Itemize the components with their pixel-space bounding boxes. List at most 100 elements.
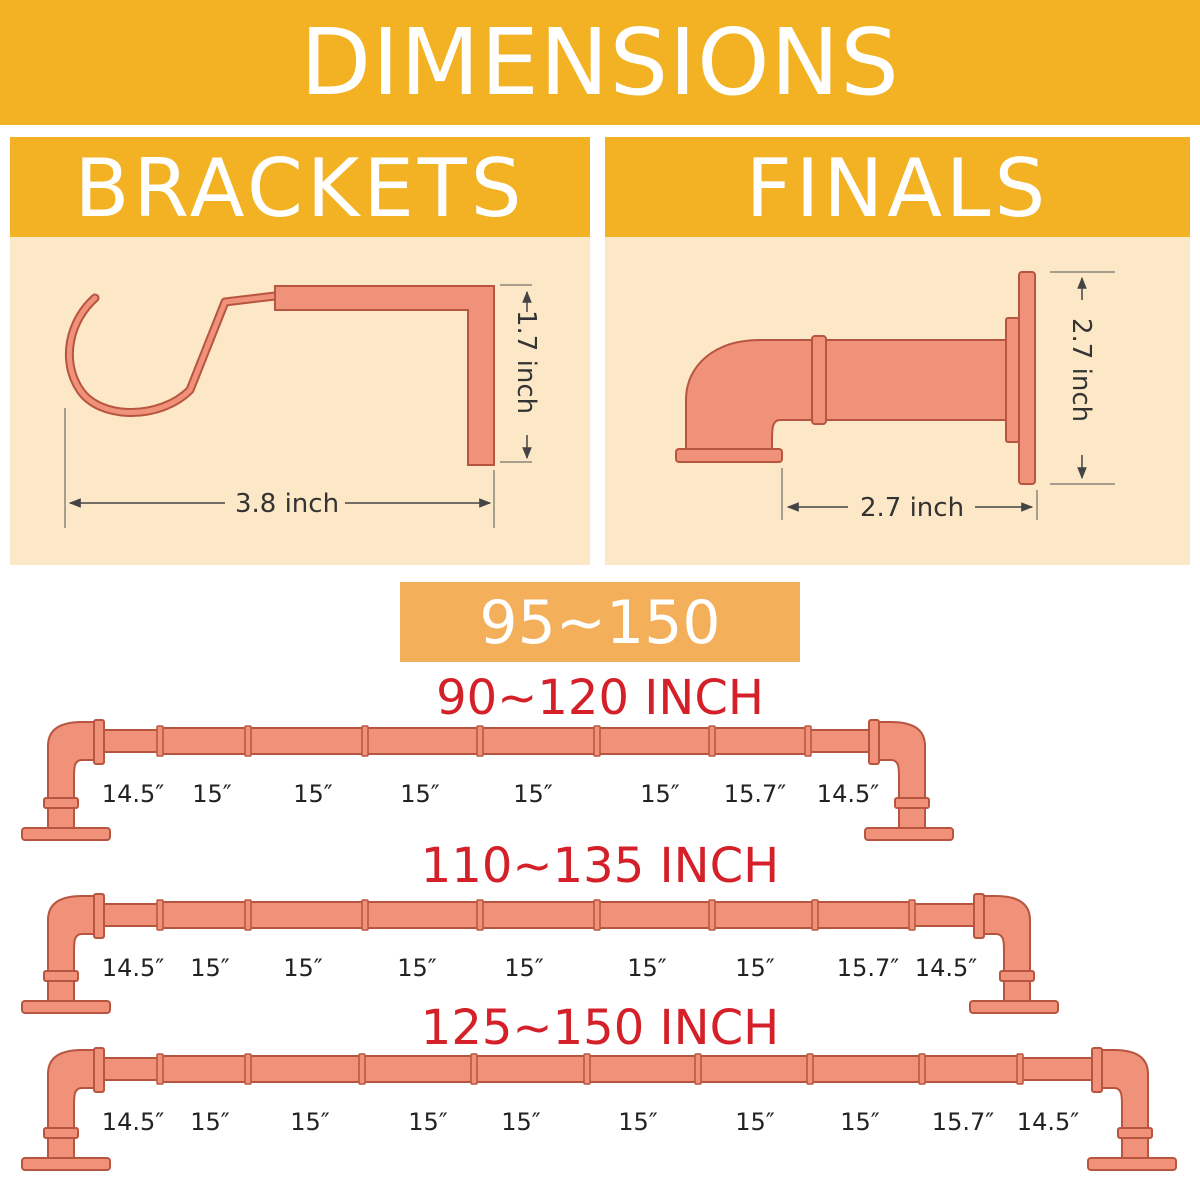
rod-1-segment-label: 15″ xyxy=(192,780,232,808)
rod-2-joint xyxy=(156,899,164,931)
rod-3-joint xyxy=(156,1053,164,1085)
rod-1-joint xyxy=(804,725,812,757)
bracket-height-label: 1.7 inch xyxy=(511,310,541,414)
rod-1-joint xyxy=(244,725,252,757)
rod-1-joint xyxy=(361,725,369,757)
rod-3-left-ring xyxy=(93,1047,105,1093)
bracket-height-dimension: 1.7 inch xyxy=(500,284,541,463)
rod-1-segment-label: 15″ xyxy=(513,780,553,808)
rod-2-segment xyxy=(814,901,913,929)
rod-2-left-ring xyxy=(93,893,105,939)
rod-1-segment-label: 15″ xyxy=(400,780,440,808)
rod-title-3: 125~150 INCH xyxy=(420,1000,780,1056)
rod-3-segment xyxy=(921,1055,1021,1083)
finial-height-dimension: 2.7 inch xyxy=(1050,271,1115,485)
bracket-illustration xyxy=(64,285,495,466)
rod-1-segment-label: 15″ xyxy=(293,780,333,808)
rod-3-joint xyxy=(1016,1053,1024,1085)
rod-1-segment xyxy=(479,727,598,755)
rod-1-segment-label: 14.5″ xyxy=(817,780,879,808)
rod-3-segment xyxy=(809,1055,923,1083)
rod-3-right-collar xyxy=(1117,1127,1153,1139)
rod-3-left-elbow xyxy=(47,1049,101,1159)
rod-2-segment xyxy=(364,901,481,929)
rod-3-right-tube xyxy=(1019,1057,1093,1081)
rod-3-segment-label: 15″ xyxy=(618,1108,658,1136)
rod-2-joint xyxy=(593,899,601,931)
rod-2-segment xyxy=(596,901,713,929)
rod-1-segment xyxy=(159,727,249,755)
rod-2-joint xyxy=(244,899,252,931)
rod-3-right-base xyxy=(1087,1157,1177,1171)
rod-3-segment-label: 14.5″ xyxy=(102,1108,164,1136)
rod-2-joint xyxy=(908,899,916,931)
rod-1-segment xyxy=(364,727,481,755)
rod-2-joint xyxy=(476,899,484,931)
rods-layer: 14.5″ 15″ 15″ 15″ 15″ 15″ 15.7″ 14.5″ 14.5″ 15″ 15… xyxy=(21,719,1177,1171)
rod-3-segment xyxy=(586,1055,699,1083)
rod-1-right-tube xyxy=(807,729,870,753)
rod-1-joint xyxy=(476,725,484,757)
bracket-width-label: 3.8 inch xyxy=(235,489,339,519)
rod-2-left-collar xyxy=(43,970,79,982)
rod-2-segment-label: 15″ xyxy=(283,954,323,982)
rod-3: 14.5″15″15″15″15″15″15″15″15.7″14.5″ xyxy=(21,1047,1177,1171)
rod-3-segment xyxy=(473,1055,588,1083)
rod-1-right-ring xyxy=(868,719,880,765)
rod-3-segment-label: 15.7″ xyxy=(932,1108,994,1136)
rod-1-joint xyxy=(156,725,164,757)
rod-2-segment-label: 15.7″ xyxy=(837,954,899,982)
rod-1-left-collar xyxy=(43,797,79,809)
rod-1-segment xyxy=(711,727,809,755)
rod-2-right-collar xyxy=(999,970,1035,982)
rod-3-segment xyxy=(361,1055,475,1083)
rod-1-segment-label: 14.5″ xyxy=(102,780,164,808)
rod-1-right-collar xyxy=(894,797,930,809)
rod-3-joint xyxy=(244,1053,252,1085)
rod-2-segment-label: 14.5″ xyxy=(915,954,977,982)
rod-3-left-collar xyxy=(43,1127,79,1139)
rod-3-segment-label: 14.5″ xyxy=(1017,1108,1079,1136)
rod-1-left-tube xyxy=(103,729,161,753)
rod-2-right-base xyxy=(969,1000,1059,1014)
rod-3-left-tube xyxy=(103,1057,161,1081)
rod-3-segment-label: 15″ xyxy=(290,1108,330,1136)
finals-heading: FINALS xyxy=(605,137,1190,237)
rod-1-left-base xyxy=(21,827,111,841)
finial-height-label: 2.7 inch xyxy=(1066,318,1096,422)
page-title: DIMENSIONS xyxy=(300,9,900,116)
rod-1-joint xyxy=(593,725,601,757)
rod-1-joint xyxy=(708,725,716,757)
rod-3-left-base xyxy=(21,1157,111,1171)
finial-illustration xyxy=(675,271,1036,485)
rod-3-joint xyxy=(470,1053,478,1085)
rod-3-joint xyxy=(358,1053,366,1085)
rod-3-right-ring xyxy=(1091,1047,1103,1093)
rod-2-left-elbow xyxy=(47,895,101,1002)
rod-2: 14.5″15″15″15″15″15″15″15.7″14.5″ xyxy=(21,893,1059,1014)
rod-2-right-tube xyxy=(911,903,975,927)
rod-2-segment xyxy=(479,901,598,929)
finial-width-label: 2.7 inch xyxy=(860,493,964,523)
rod-3-segment-label: 15″ xyxy=(735,1108,775,1136)
rod-3-joint xyxy=(806,1053,814,1085)
title-banner xyxy=(0,0,1200,125)
rod-2-joint xyxy=(361,899,369,931)
bracket-width-dimension: 3.8 inch xyxy=(64,408,495,528)
rod-3-joint xyxy=(583,1053,591,1085)
rod-1-segment-label: 15″ xyxy=(640,780,680,808)
rod-2-joint xyxy=(811,899,819,931)
rod-title-1: 90~120 INCH xyxy=(436,670,764,726)
rod-2-left-tube xyxy=(103,903,161,927)
rod-1-right-base xyxy=(864,827,954,841)
rod-2-segment-label: 14.5″ xyxy=(102,954,164,982)
range-badge: 95~150 INCH xyxy=(400,582,800,740)
rod-2-left-base xyxy=(21,1000,111,1014)
rod-3-segment xyxy=(159,1055,249,1083)
rod-3-segment-label: 15″ xyxy=(501,1108,541,1136)
rod-2-right-ring xyxy=(973,893,985,939)
rod-title-2: 110~135 INCH xyxy=(420,838,780,894)
finial-width-dimension: 2.7 inch xyxy=(781,468,1038,523)
rod-2-right-elbow xyxy=(977,895,1031,1002)
